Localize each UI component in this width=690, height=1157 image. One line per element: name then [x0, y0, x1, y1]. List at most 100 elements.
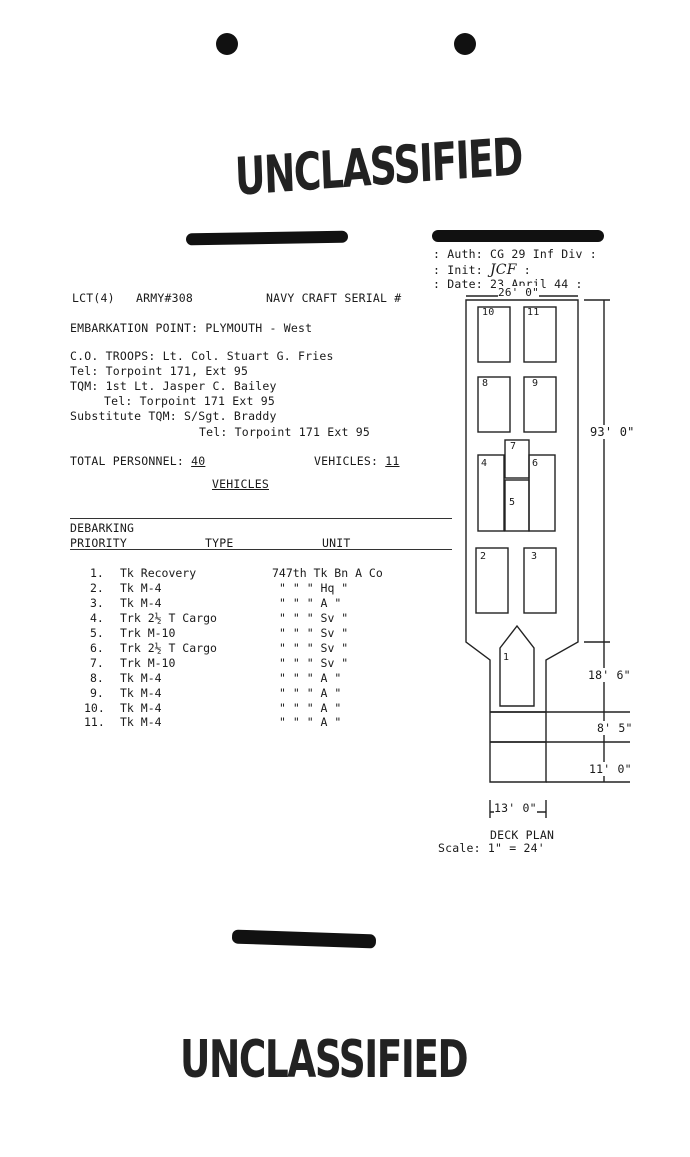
punch-hole-right [454, 33, 476, 55]
row-unit: 747th Tk Bn A Co [272, 566, 383, 580]
row-unit: " " " A " [279, 715, 342, 729]
personnel-label: TOTAL PERSONNEL: [70, 454, 184, 468]
init-label: Init: [447, 263, 483, 277]
row-type: Trk M-10 [120, 656, 176, 670]
row-number: 7. [90, 656, 104, 670]
row-unit: " " " A " [279, 671, 342, 685]
slot-3 [523, 547, 557, 614]
slot-1 [499, 624, 535, 707]
date-label: Date: [447, 277, 483, 291]
vehicles-value: 11 [385, 454, 400, 468]
slot-label-3: 3 [531, 551, 538, 562]
row-unit: " " " A " [279, 686, 342, 700]
slot-label-8: 8 [482, 378, 489, 389]
slot-2 [475, 547, 509, 614]
slot-label-4: 4 [481, 458, 488, 469]
header-debarking: DEBARKING [70, 521, 135, 535]
row-type: Tk M-4 [120, 701, 162, 715]
header-unit: UNIT [322, 536, 351, 550]
header-priority: PRIORITY [70, 536, 127, 550]
navy-craft-serial: NAVY CRAFT SERIAL # [266, 291, 402, 305]
slot-label-10: 10 [482, 307, 495, 318]
init-line: : Init: JCF : [433, 262, 531, 278]
embarkation-point: EMBARKATION POINT: PLYMOUTH - West [70, 321, 312, 335]
row-type: Tk Recovery [120, 566, 197, 580]
row-unit: " " " A " [279, 701, 342, 715]
redaction-bar-2 [432, 230, 604, 242]
slot-9 [523, 376, 557, 433]
table-header-rule [70, 549, 452, 550]
embarkation-label: EMBARKATION POINT: [70, 321, 199, 335]
total-personnel: TOTAL PERSONNEL: 40 [70, 454, 205, 468]
row-number: 9. [90, 686, 104, 700]
slot-label-1: 1 [503, 652, 510, 663]
slot-4 [477, 454, 505, 532]
slot-7 [504, 439, 530, 479]
table-top-rule [70, 518, 452, 519]
row-number: 4. [90, 611, 104, 625]
co-tel: Tel: Torpoint 171, Ext 95 [70, 364, 249, 378]
punch-hole-left [216, 33, 238, 55]
co-troops: C.O. TROOPS: Lt. Col. Stuart G. Fries [70, 349, 334, 363]
header-type: TYPE [205, 536, 234, 550]
slot-8 [477, 376, 511, 433]
row-number: 6. [90, 641, 104, 655]
deck-plan-title: DECK PLAN [490, 828, 555, 842]
auth-value: CG 29 Inf Div [490, 247, 583, 261]
row-number: 10. [84, 701, 105, 715]
slot-10 [477, 306, 511, 363]
slot-11 [523, 306, 557, 363]
row-type: Tk M-4 [120, 671, 162, 685]
slot-label-2: 2 [480, 551, 487, 562]
tqm: TQM: 1st Lt. Jasper C. Bailey [70, 379, 277, 393]
row-number: 5. [90, 626, 104, 640]
vehicles-label: VEHICLES: [314, 454, 379, 468]
row-number: 8. [90, 671, 104, 685]
embarkation-value: PLYMOUTH - West [205, 321, 313, 335]
vehicles-section-title: VEHICLES [212, 477, 269, 491]
auth-label: Auth: [447, 247, 483, 261]
row-number: 2. [90, 581, 104, 595]
row-type: Trk M-10 [120, 626, 176, 640]
row-number: 3. [90, 596, 104, 610]
auth-line: : Auth: CG 29 Inf Div : [433, 247, 597, 261]
ramp-width-label: 13' 0" [494, 801, 537, 815]
slot-label-6: 6 [532, 458, 539, 469]
deck-plan-scale: Scale: 1" = 24' [438, 841, 545, 855]
total-vehicles: VEHICLES: 11 [314, 454, 400, 468]
row-type: Trk 2½ T Cargo [120, 641, 217, 655]
slot-label-5: 5 [509, 497, 516, 508]
dim3-label: 11' 0" [589, 762, 632, 776]
row-unit: " " " Sv " [279, 626, 349, 640]
substitute-tel: Tel: Torpoint 171 Ext 95 [199, 425, 370, 439]
lct-number: LCT(4) [72, 291, 115, 305]
unclassified-stamp-bottom: UNCLASSIFIED [180, 1030, 469, 1090]
row-type: Tk M-4 [120, 686, 162, 700]
slot-label-7: 7 [510, 441, 517, 452]
init-value: JCF [490, 262, 517, 278]
hull-outline [465, 299, 579, 783]
dim1-label: 18' 6" [588, 668, 631, 682]
slot-5 [504, 479, 530, 532]
length-dim-label: 93' 0" [590, 425, 635, 439]
row-number: 1. [90, 566, 104, 580]
slot-label-11: 11 [527, 307, 540, 318]
row-unit: " " " Sv " [279, 611, 349, 625]
row-unit: " " " Hq " [279, 581, 349, 595]
width-dim-label: 26' 0" [498, 286, 539, 299]
tqm-tel: Tel: Torpoint 171 Ext 95 [104, 394, 275, 408]
personnel-value: 40 [191, 454, 206, 468]
slot-label-9: 9 [532, 378, 539, 389]
row-number: 11. [84, 715, 105, 729]
row-type: Tk M-4 [120, 581, 162, 595]
army-number: ARMY#308 [136, 291, 193, 305]
row-type: Tk M-4 [120, 715, 162, 729]
row-type: Tk M-4 [120, 596, 162, 610]
row-unit: " " " Sv " [279, 656, 349, 670]
row-unit: " " " Sv " [279, 641, 349, 655]
row-type: Trk 2½ T Cargo [120, 611, 217, 625]
substitute-tqm: Substitute TQM: S/Sgt. Braddy [70, 409, 277, 423]
dim2-label: 8' 5" [597, 721, 633, 735]
row-unit: " " " A " [279, 596, 342, 610]
